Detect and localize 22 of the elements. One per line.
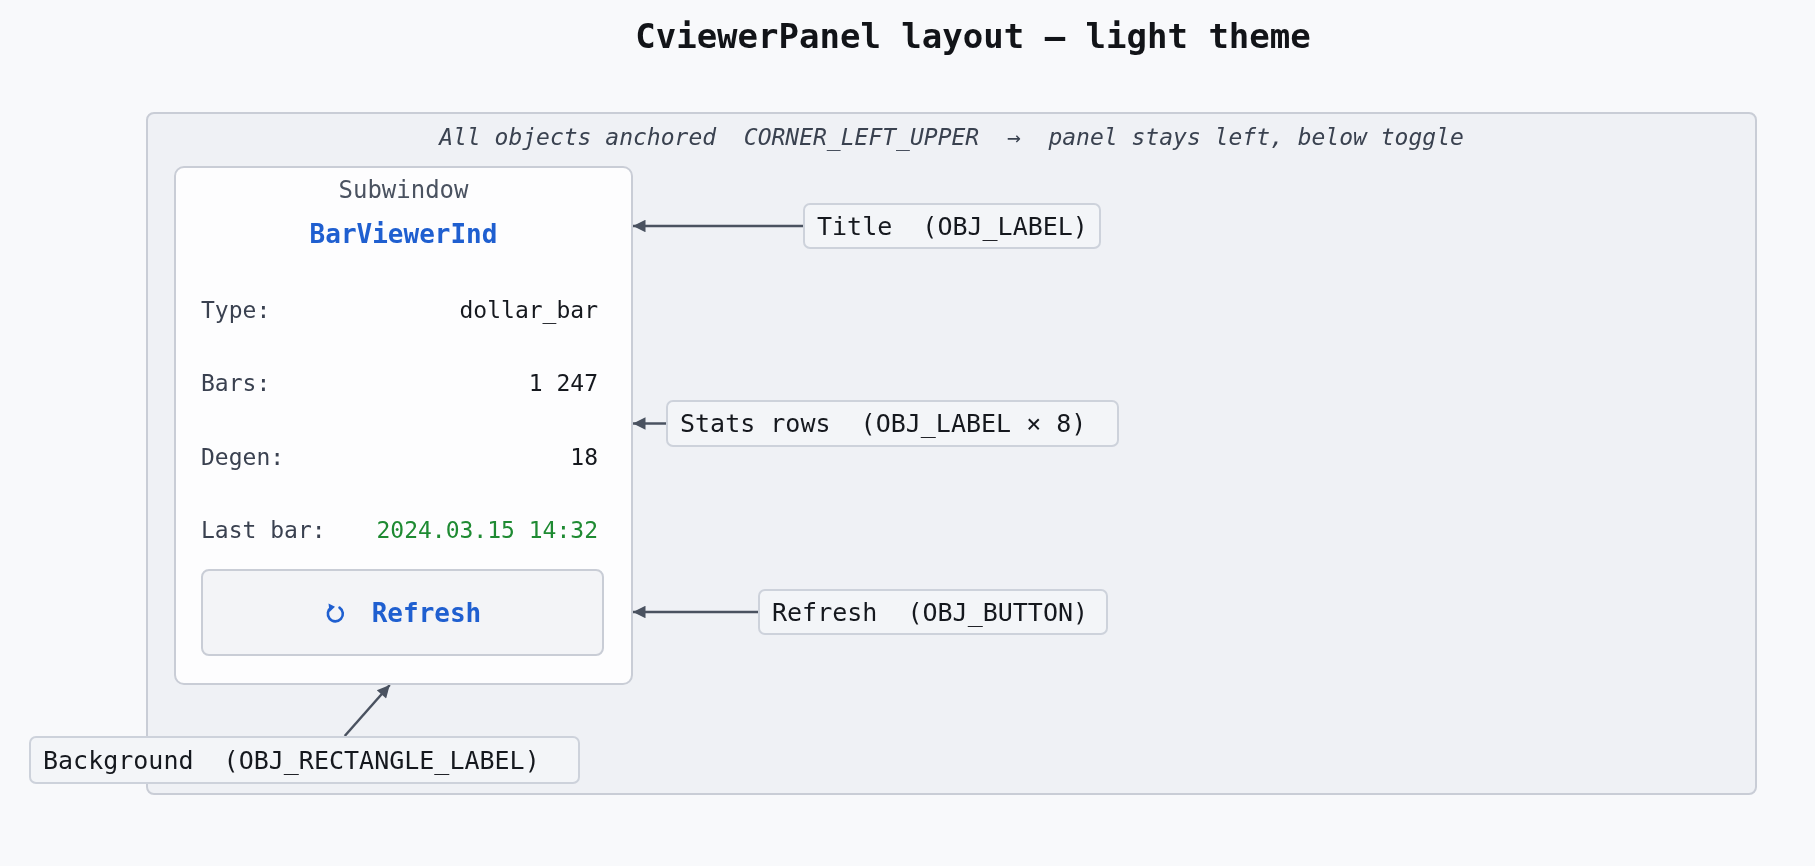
callout-label: Stats rows (OBJ_LABEL × 8): [666, 400, 1119, 447]
refresh-button: Refresh: [201, 569, 604, 656]
callout-label: Background (OBJ_RECTANGLE_LABEL): [29, 736, 580, 784]
field-value: dollar_bar: [459, 296, 598, 325]
arrow: [343, 684, 391, 737]
field-label: Type:: [201, 296, 271, 325]
callout-label: Refresh (OBJ_BUTTON): [758, 589, 1108, 635]
note-text: All objects anchored CORNER_LEFT_UPPER → panel stays left, below toggle: [439, 123, 1464, 152]
field-value: 2024.03.15 14:32: [376, 516, 598, 546]
callout-label: Title (OBJ_LABEL): [803, 203, 1101, 249]
arrow: [633, 605, 758, 619]
diagram-title: CviewerPanel layout — light theme: [635, 15, 1311, 58]
subwindow-panel: [174, 166, 633, 685]
field-label: Degen:: [201, 442, 285, 472]
field-value: 1 247: [528, 369, 598, 399]
field-label: Bars:: [201, 369, 271, 399]
indicator-title: BarViewerInd: [309, 218, 498, 250]
arrow: [633, 219, 803, 233]
subwindow-caption: Subwindow: [338, 175, 469, 205]
arrow: [633, 417, 666, 430]
field-value: 18: [570, 442, 598, 472]
field-label: Last bar:: [201, 516, 326, 546]
